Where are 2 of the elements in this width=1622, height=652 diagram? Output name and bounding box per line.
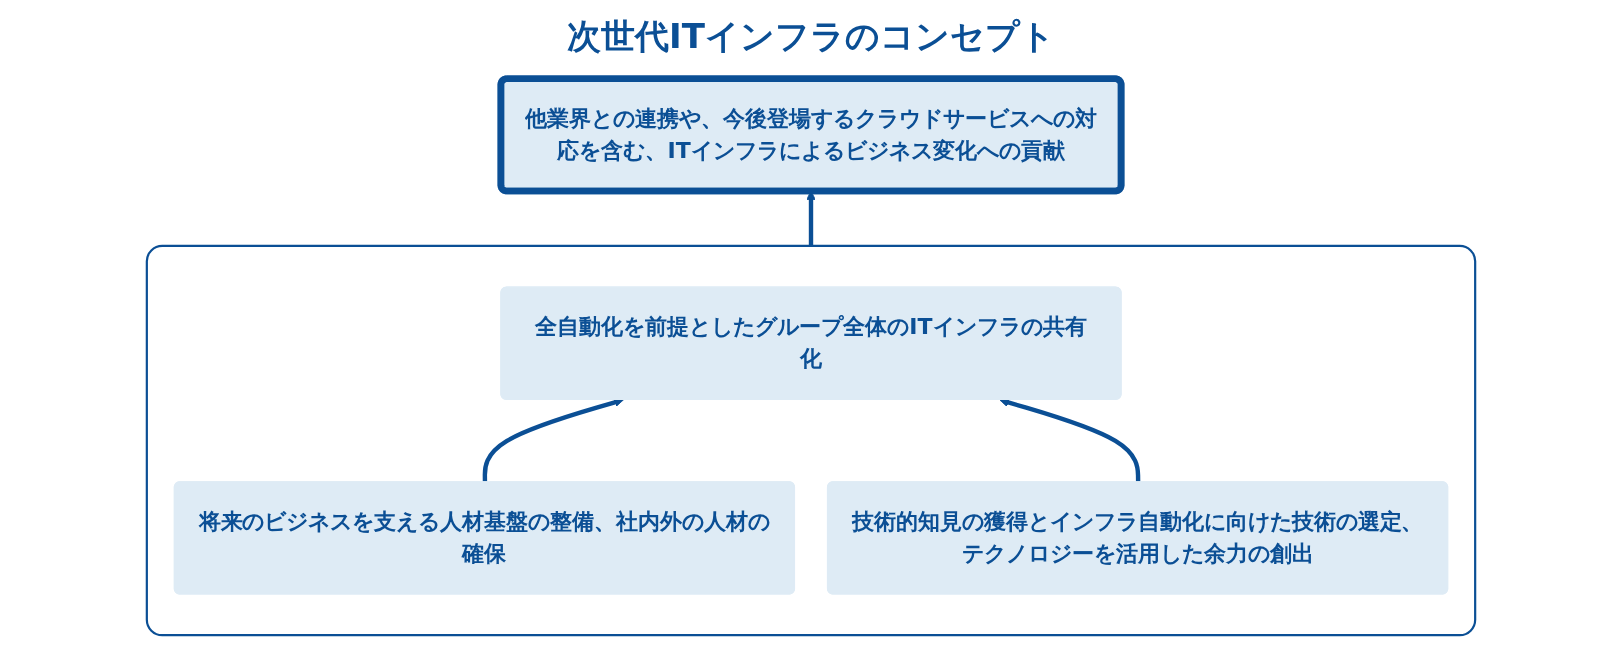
diagram-title: 次世代ITインフラのコンセプト [567,16,1055,56]
cluster [145,244,1477,637]
